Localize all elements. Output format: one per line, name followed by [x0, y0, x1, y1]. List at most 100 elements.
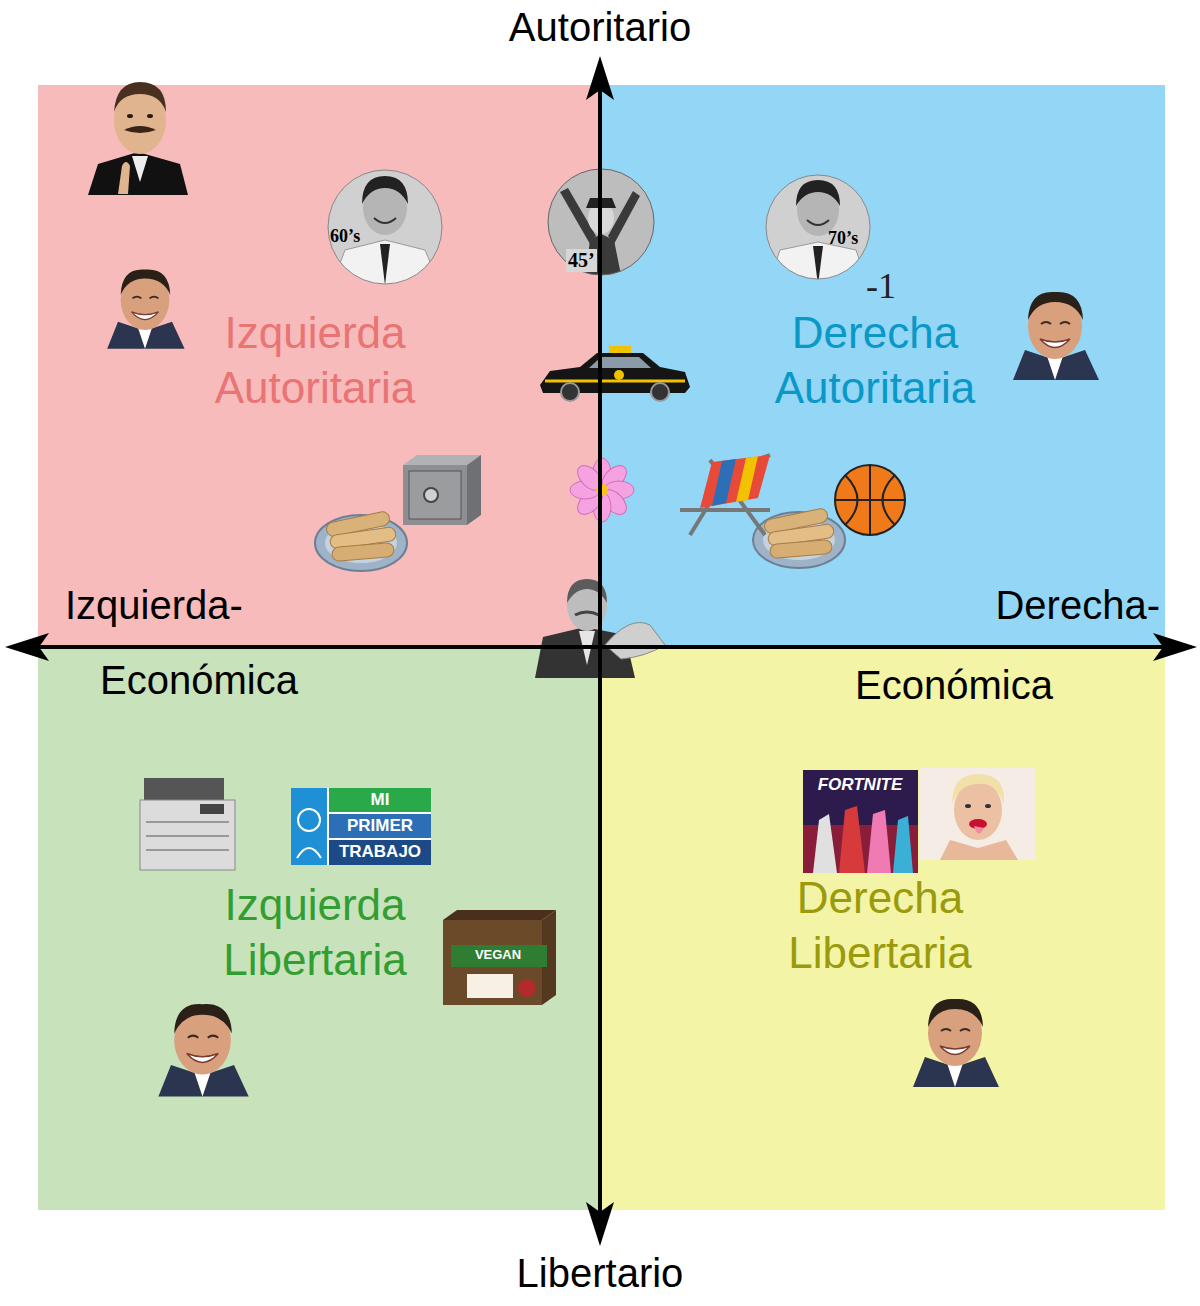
wheel	[561, 383, 579, 401]
hair	[362, 176, 408, 204]
poster-ground	[803, 770, 918, 873]
game-poster	[803, 770, 918, 873]
logo-text: MI	[371, 790, 390, 810]
logo-text: TRABAJO	[339, 842, 421, 862]
safe-dial	[424, 488, 438, 502]
portrait-60s	[328, 170, 442, 290]
safe-side	[467, 455, 481, 525]
compass-axes	[5, 56, 1197, 1246]
portrait-rim	[766, 175, 870, 279]
quadrant-title: Derecha Libertaria	[730, 870, 1030, 980]
program-logo	[291, 788, 431, 865]
smile	[807, 220, 829, 225]
copier-trays	[146, 822, 229, 850]
vegan-kit-box	[443, 910, 556, 1005]
character	[839, 806, 865, 873]
axis-label: Libertario	[517, 1250, 684, 1296]
score-note: -1	[866, 266, 896, 307]
quadrant-region: Derecha Libertaria	[600, 647, 1165, 1210]
arrowhead	[586, 56, 614, 100]
actor-figure	[88, 82, 188, 195]
era-tag: 45’	[566, 249, 597, 272]
vertical-axis	[598, 80, 602, 1222]
hair	[114, 82, 166, 112]
quadrant-title: Izquierda Libertaria	[165, 877, 465, 987]
character	[867, 810, 891, 873]
safe-front	[403, 465, 467, 525]
ball-seams	[835, 465, 905, 535]
arrowhead	[1153, 633, 1197, 661]
taxi-car	[540, 346, 690, 401]
logo-bar	[329, 814, 431, 838]
box-band	[451, 945, 547, 967]
axis-label: Izquierda-	[65, 582, 243, 628]
era-tag: 70’s	[828, 228, 858, 249]
logo-body	[297, 848, 321, 858]
tongue	[974, 826, 984, 834]
eye	[985, 804, 991, 808]
politician-face	[913, 999, 999, 1087]
copier-top	[144, 778, 224, 800]
hair	[796, 180, 840, 206]
empanadas-plate	[753, 507, 845, 568]
portrait-70s	[766, 175, 870, 290]
logo-bar	[329, 840, 431, 865]
axis-label: Derecha-	[995, 582, 1160, 628]
era-tag: 60’s	[330, 226, 360, 247]
politician-face	[107, 269, 184, 348]
mustache	[575, 612, 599, 615]
character	[893, 816, 913, 873]
door-emblem	[614, 370, 624, 380]
logo-bar	[329, 788, 431, 812]
axis-label: Económica	[100, 657, 298, 703]
quadrant-title: Derecha Autoritaria	[725, 305, 1025, 415]
suit	[766, 242, 870, 290]
taxi-sign	[609, 346, 631, 353]
portrait-rim	[328, 170, 442, 284]
logo-ground	[291, 788, 431, 865]
chair-stripe	[712, 459, 736, 506]
copier-machine	[140, 778, 235, 870]
axis-label: Económica	[855, 662, 1053, 708]
shirt	[132, 156, 148, 182]
cheese-block	[467, 974, 513, 998]
logo-icon	[291, 788, 327, 865]
suit	[88, 152, 188, 195]
eye	[147, 114, 153, 118]
taxi-stripe	[545, 380, 685, 383]
politician-face	[1013, 292, 1099, 380]
suit	[330, 240, 442, 290]
hand	[118, 162, 130, 194]
arrowhead	[5, 633, 49, 661]
beach-chair	[680, 455, 770, 535]
tomato	[518, 979, 536, 997]
tie	[380, 244, 390, 285]
copier-panel	[200, 804, 224, 814]
chair-stripe	[736, 456, 758, 502]
photo-ground	[920, 768, 1035, 860]
poster-title: FORTNITE	[818, 775, 903, 795]
ball	[835, 465, 905, 535]
box-top	[443, 910, 556, 920]
mustache	[124, 126, 156, 133]
chair-frame	[680, 455, 770, 535]
wheel	[651, 383, 669, 401]
logo-text: PRIMER	[347, 816, 413, 836]
safe-door	[409, 471, 461, 519]
character	[813, 814, 837, 873]
smile	[374, 218, 396, 223]
hair	[952, 774, 1004, 804]
quadrant-title: Izquierda Autoritaria	[165, 305, 465, 415]
eye	[127, 114, 133, 118]
chair-fabric	[700, 455, 770, 508]
singer-face	[920, 768, 1035, 860]
shoulders	[940, 840, 1018, 860]
arrowhead	[586, 1202, 614, 1246]
copier-body	[140, 800, 235, 870]
horizontal-axis	[30, 645, 1172, 649]
politician-face	[158, 1004, 248, 1097]
safe-box	[403, 455, 481, 525]
